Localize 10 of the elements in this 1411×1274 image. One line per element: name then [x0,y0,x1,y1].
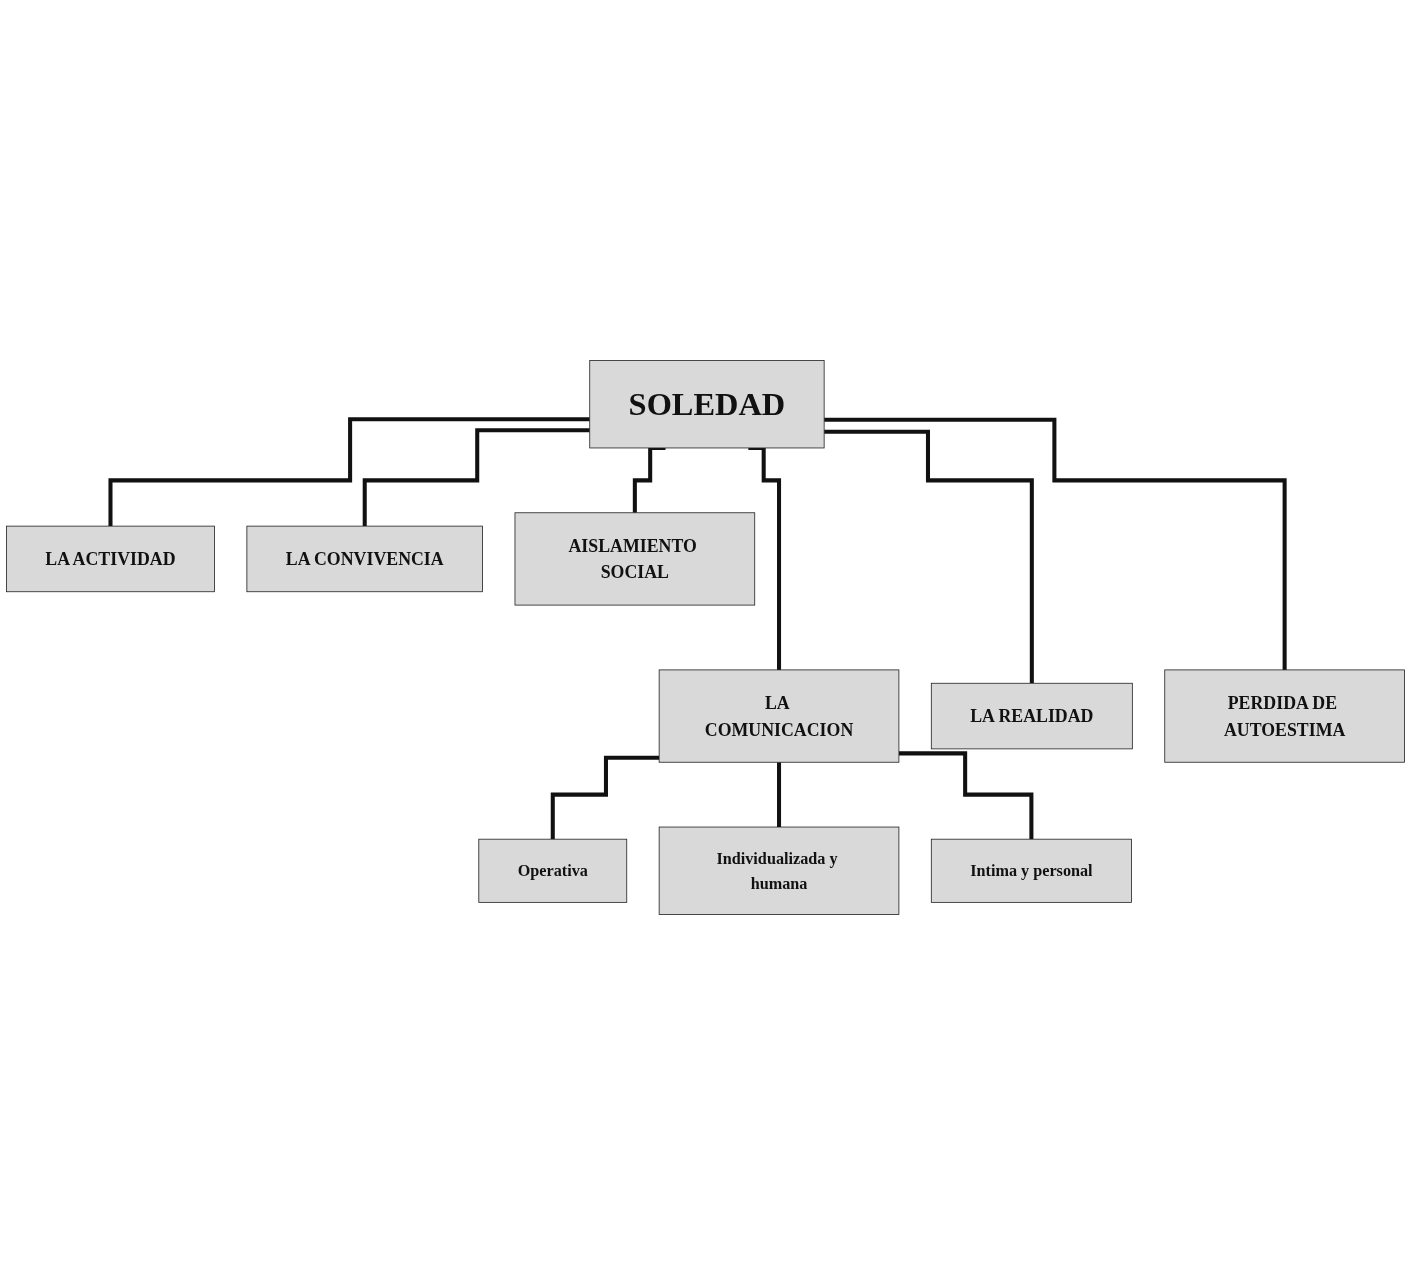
node-box: PERDIDA DE AUTOESTIMA [1164,669,1405,763]
node-box: Individualizada y humana [658,826,900,915]
node-box: Intima y personal [930,838,1132,903]
node-box: AISLAMIENTO SOCIAL [514,511,756,605]
node-box: LA ACTIVIDAD [6,525,215,592]
node-box: LA REALIDAD [930,682,1133,749]
node-box: LA CONVIVENCIA [246,525,483,592]
node-box: Operativa [478,838,628,903]
node-box: LA COMUNICACION [658,669,900,763]
node-box: SOLEDAD [589,359,825,448]
